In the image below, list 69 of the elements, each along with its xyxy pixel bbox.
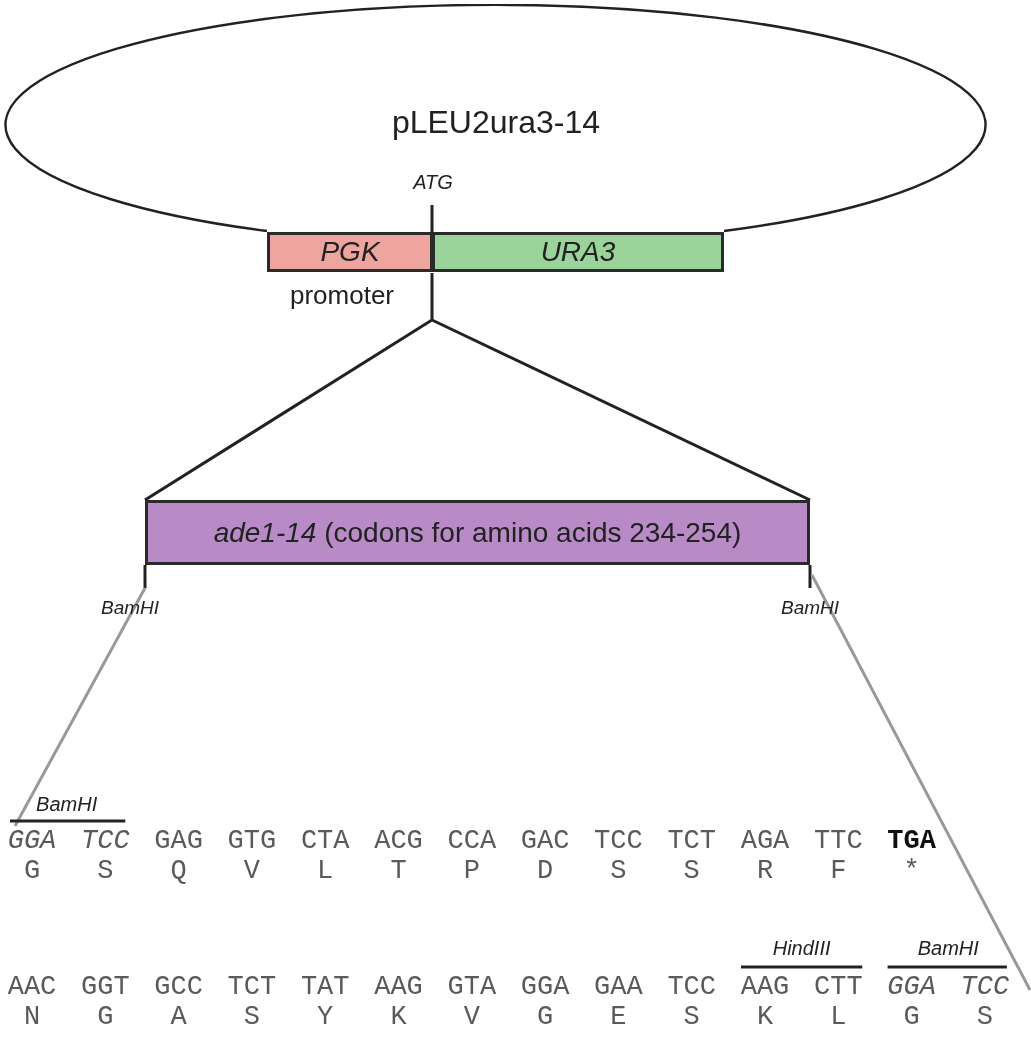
codon: GCC (154, 974, 203, 1001)
codon: AAG (740, 974, 790, 1001)
amino-acid: P (463, 858, 480, 885)
restriction-site-label: BamHI (100, 598, 160, 617)
codon: ACG (374, 828, 423, 855)
codon: TCC (81, 828, 130, 855)
restriction-site-label: HindIII (772, 938, 831, 958)
restriction-site-label: BamHI (36, 794, 98, 814)
insert-label: ade1-14 (codons for amino acids 234-254) (213, 516, 742, 549)
amino-acid: K (756, 1004, 774, 1031)
amino-acid: L (317, 858, 334, 885)
amino-acid: G (97, 1004, 114, 1031)
amino-acid: N (23, 1004, 41, 1031)
codon: GGT (81, 974, 130, 1001)
codon: CCA (447, 828, 497, 855)
expansion-connector (143, 271, 812, 502)
codon: TCT (667, 828, 716, 855)
codon-label: ATG (413, 172, 453, 192)
amino-acid: L (830, 1004, 847, 1031)
amino-acid: S (683, 858, 700, 885)
gene-name: PGK (320, 236, 380, 268)
codon: TCC (960, 974, 1010, 1001)
amino-acid: V (463, 1004, 480, 1031)
amino-acid: S (243, 1004, 260, 1031)
amino-acid: S (976, 1004, 993, 1031)
element-caption: promoter (290, 282, 394, 308)
plasmid-name: pLEU2ura3-14 (391, 104, 601, 141)
codon: AAG (374, 974, 423, 1001)
restriction-site-label: BamHI (780, 598, 840, 617)
amino-acid: S (97, 858, 114, 885)
codon: GGA (887, 974, 936, 1001)
codon: AAC (7, 974, 57, 1001)
amino-acid: G (903, 1004, 920, 1031)
codon: TCC (667, 974, 716, 1001)
restriction-site-label: BamHI (917, 938, 979, 958)
codon: AGA (740, 828, 790, 855)
codon: GAG (154, 828, 203, 855)
codon: GTA (447, 974, 497, 1001)
codon: GGA (520, 974, 570, 1001)
amino-acid: A (170, 1004, 187, 1031)
amino-acid: S (683, 1004, 700, 1031)
amino-acid: G (537, 1004, 554, 1031)
codon: TAT (300, 974, 350, 1001)
codon: TGA (887, 828, 936, 855)
codon: GAA (594, 974, 643, 1001)
amino-acid: Q (170, 858, 187, 885)
amino-acid: R (756, 858, 774, 885)
codon: GTG (227, 828, 277, 855)
amino-acid: * (903, 858, 920, 885)
codon: CTA (300, 828, 350, 855)
amino-acid: V (243, 858, 260, 885)
codon: GGA (7, 828, 57, 855)
amino-acid: D (537, 858, 554, 885)
codon: TCT (227, 974, 277, 1001)
insert-box (145, 500, 810, 565)
amino-acid: E (610, 1004, 627, 1031)
amino-acid: T (390, 858, 407, 885)
amino-acid: F (830, 858, 847, 885)
gene-box (432, 232, 724, 272)
amino-acid: K (390, 1004, 407, 1031)
codon: GAC (520, 828, 570, 855)
amino-acid: Y (317, 1004, 334, 1031)
amino-acid: S (610, 858, 627, 885)
amino-acid: G (23, 858, 41, 885)
promoter-box (267, 232, 433, 272)
codon: CTT (814, 974, 863, 1001)
gene-name: URA3 (540, 236, 616, 268)
codon: TCC (594, 828, 643, 855)
codon: TTC (814, 828, 863, 855)
